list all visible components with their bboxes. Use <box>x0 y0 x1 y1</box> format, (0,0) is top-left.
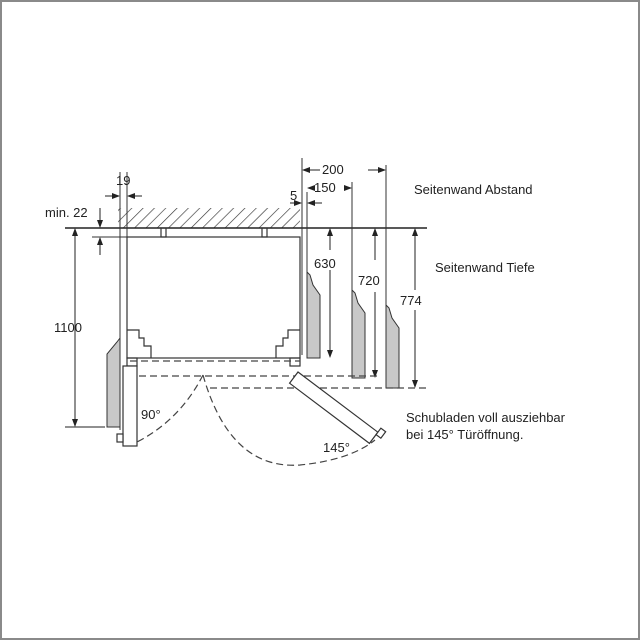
dim-1100: 1100 <box>54 320 82 335</box>
dim-min-22: min. 22 <box>45 205 88 220</box>
dim-19: 19 <box>116 173 130 188</box>
side-wall-720 <box>351 288 366 379</box>
label-drawers-line1: Schubladen voll ausziehbar <box>406 410 566 425</box>
door-swing-paths <box>128 360 430 466</box>
label-side-wall-distance: Seitenwand Abstand <box>414 182 533 197</box>
side-wall-left <box>106 336 121 428</box>
dim-5: 5 <box>290 188 297 203</box>
door-145 <box>288 371 379 445</box>
side-wall-panels <box>106 270 400 428</box>
angle-145: 145° <box>323 440 350 455</box>
label-drawers-line2: bei 145° Türöffnung. <box>406 427 523 442</box>
side-wall-774 <box>385 303 400 389</box>
dimension-arrows <box>65 167 418 428</box>
dim-150: 150 <box>314 180 336 195</box>
dim-720: 720 <box>358 273 380 288</box>
dim-630: 630 <box>314 256 336 271</box>
side-wall-630 <box>306 270 321 359</box>
angle-90: 90° <box>141 407 161 422</box>
doors <box>116 365 387 447</box>
dim-774: 774 <box>400 293 422 308</box>
wall-hatching <box>118 208 300 228</box>
dim-200: 200 <box>322 162 344 177</box>
label-side-wall-depth: Seitenwand Tiefe <box>435 260 535 275</box>
door-90 <box>122 365 138 447</box>
appliance-body <box>126 227 301 367</box>
